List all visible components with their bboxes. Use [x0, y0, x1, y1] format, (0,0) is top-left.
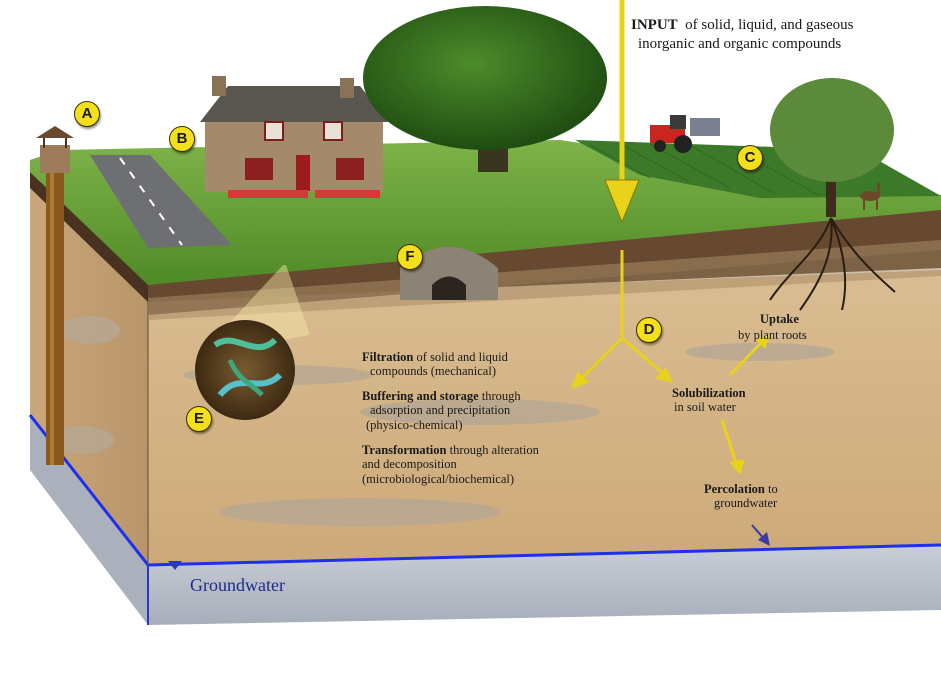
- flow-arrows: [571, 0, 770, 476]
- percolation-arrow: [751, 524, 770, 546]
- input-label-line2: inorganic and organic compounds: [638, 36, 842, 52]
- buffering-line1: Buffering and storage through: [362, 389, 521, 403]
- filtration-bold: Filtration: [362, 350, 414, 364]
- solubilization-bold: Solubilization: [672, 386, 746, 400]
- filtration-line2: compounds (mechanical): [370, 364, 496, 379]
- buffering-rest: through: [478, 389, 521, 403]
- bedrock-front: [148, 545, 941, 625]
- transformation-line2: and decomposition: [362, 457, 457, 472]
- uptake-line2: by plant roots: [738, 328, 807, 342]
- buffering-bold: Buffering and storage: [362, 389, 479, 403]
- percolation-line2: groundwater: [714, 496, 778, 511]
- well: [36, 126, 74, 465]
- transformation-label: Transformation through alteration and de…: [362, 443, 539, 486]
- stone-culvert: [400, 247, 498, 300]
- badge-d: D: [636, 317, 662, 343]
- groundwater-label: Groundwater: [190, 575, 285, 595]
- badge-a: A: [74, 101, 100, 127]
- plant-roots: [769, 217, 896, 311]
- tractor: [650, 115, 720, 153]
- percolation-rest: to: [764, 482, 778, 496]
- transformation-bold: Transformation: [362, 443, 447, 457]
- buffering-line3: (physico-chemical): [366, 417, 463, 432]
- filtration-line1: Filtration of solid and liquid: [362, 350, 508, 364]
- filtration-rest: of solid and liquid: [413, 350, 508, 364]
- filtration-label: Filtration of solid and liquid compounds…: [362, 350, 508, 379]
- percolation-line1: Percolation to: [704, 482, 778, 496]
- uptake-bold: Uptake: [760, 312, 799, 326]
- transformation-line3: (microbiological/biochemical): [362, 471, 515, 486]
- badge-f: F: [397, 244, 423, 270]
- deer: [860, 183, 880, 210]
- solubilization-label: Solubilization in soil water: [672, 386, 746, 415]
- input-label: INPUT of solid, liquid, and gaseous: [631, 17, 854, 34]
- road-markings: [119, 157, 183, 246]
- subsoil-transition: [148, 240, 941, 320]
- house: [200, 76, 388, 198]
- large-tree: [363, 6, 607, 172]
- transformation-line1: Transformation through alteration: [362, 443, 539, 457]
- transformation-rest: through alteration: [446, 443, 539, 457]
- uptake-label: Uptake: [760, 312, 799, 326]
- percolation-label: Percolation to groundwater: [704, 482, 778, 511]
- input-label-bold: INPUT: [631, 17, 678, 33]
- solubilization-line2: in soil water: [674, 400, 736, 415]
- water-table-marker: [168, 561, 182, 570]
- small-tree: [769, 78, 896, 311]
- bedrock-side: [30, 415, 148, 625]
- road: [90, 155, 232, 248]
- percolation-bold: Percolation: [704, 482, 765, 496]
- input-label-rest: of solid, liquid, and gaseous: [685, 17, 854, 33]
- badge-e: E: [186, 406, 212, 432]
- buffering-line2: adsorption and precipitation: [370, 403, 511, 418]
- microbe-inset: [195, 265, 310, 420]
- buffering-label: Buffering and storage through adsorption…: [362, 389, 521, 432]
- badge-b: B: [169, 126, 195, 152]
- badge-c: C: [737, 145, 763, 171]
